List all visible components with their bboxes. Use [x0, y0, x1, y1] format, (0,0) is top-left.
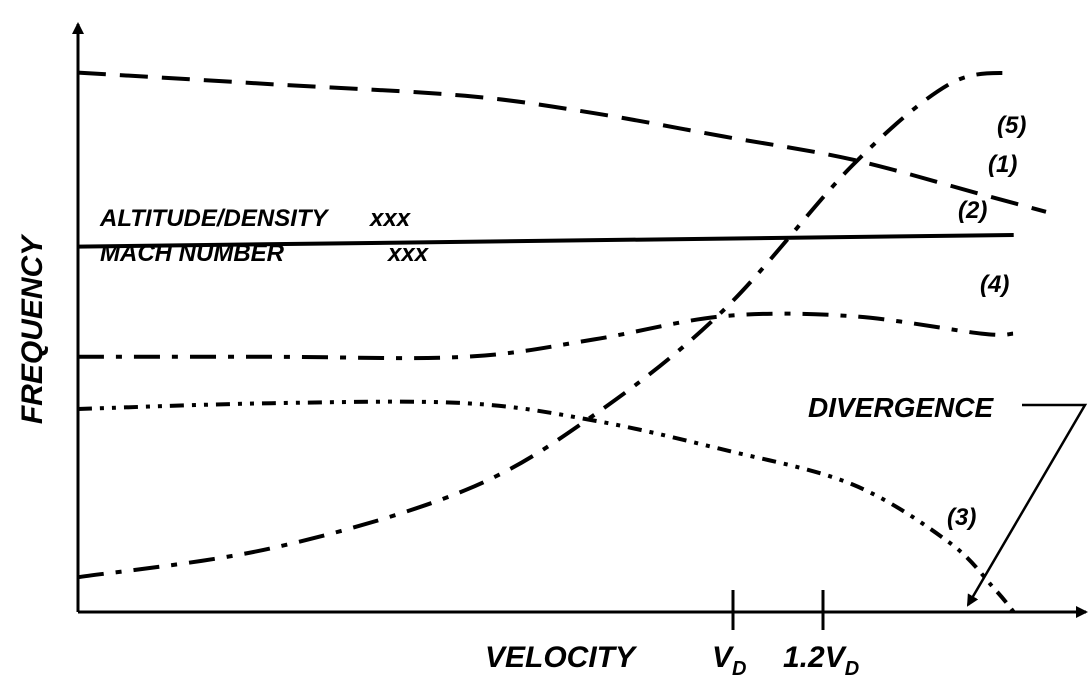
y-axis-label: FREQUENCY: [16, 233, 49, 424]
note-altitude-density: ALTITUDE/DENSITY: [99, 205, 330, 232]
divergence-annotation: DIVERGENCE: [808, 392, 994, 423]
series-3-curve: [77, 399, 1016, 614]
series-label-5: (5): [997, 112, 1026, 139]
note-altitude-density-value: xxx: [368, 205, 412, 232]
x-axis-label: VELOCITY: [485, 641, 638, 674]
series-label-3: (3): [947, 504, 976, 531]
divergence-pointer: [966, 403, 1088, 607]
tick-label-1-2vd: 1.2VD: [783, 641, 859, 680]
series-label-1: (1): [988, 151, 1017, 178]
series-5-curve: [77, 70, 1047, 214]
series-2-curve: [77, 70, 1015, 580]
series-4-curve: [78, 311, 1014, 361]
tick-label-vd: VD: [712, 641, 746, 680]
series-label-4: (4): [980, 271, 1009, 298]
series-label-2: (2): [958, 197, 987, 224]
series-1-curve: [77, 233, 1014, 249]
